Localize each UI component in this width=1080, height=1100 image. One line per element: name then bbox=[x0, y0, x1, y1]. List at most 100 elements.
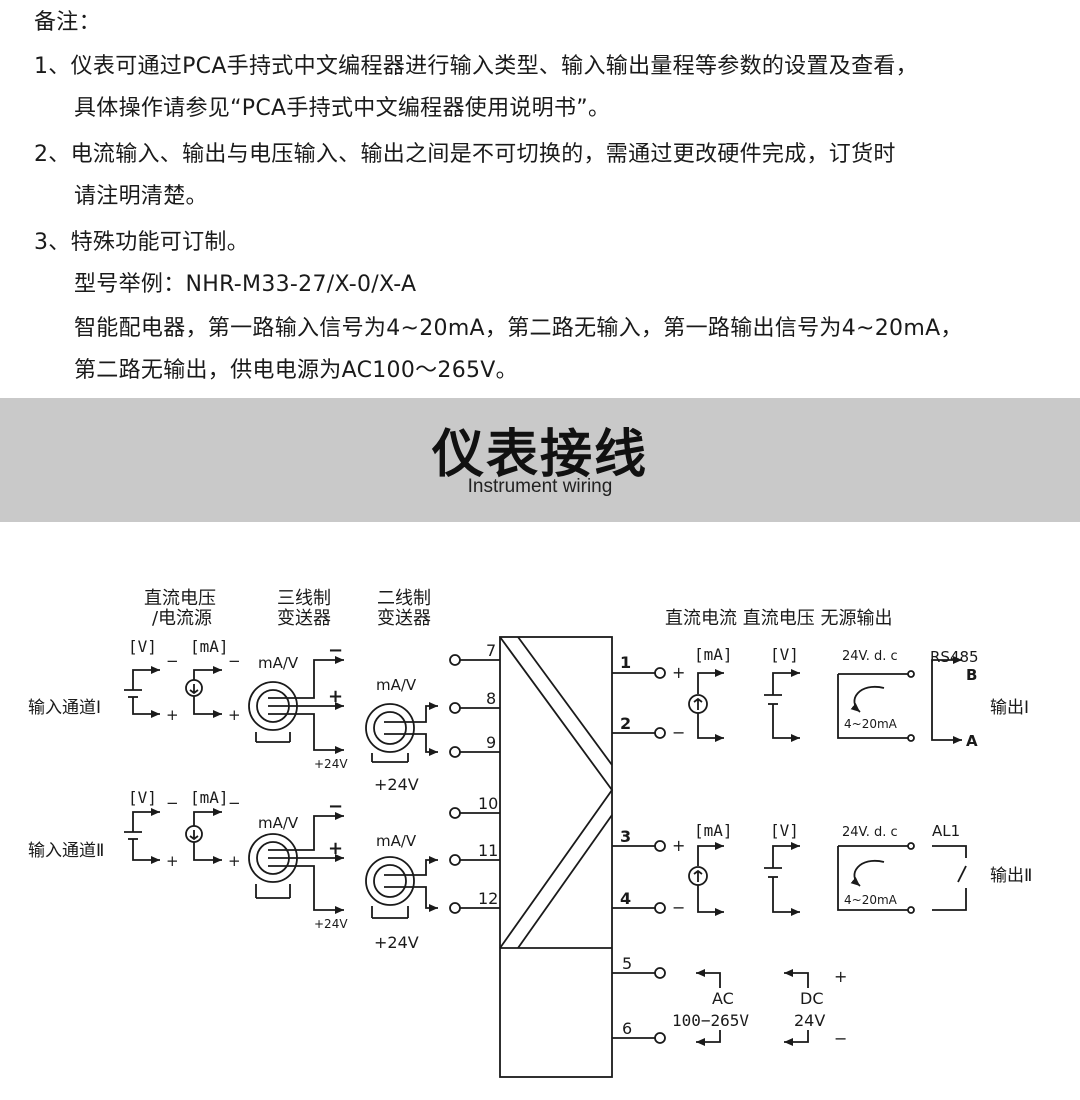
header-current-source: /电流源 bbox=[152, 608, 212, 629]
out1-b-label: B bbox=[966, 666, 977, 684]
ch1-ma-label: [mA] bbox=[190, 637, 229, 656]
out2-passive bbox=[837, 842, 915, 914]
terminal-7: 7 bbox=[486, 641, 496, 660]
terminal-10: 10 bbox=[478, 794, 498, 813]
output-channel-1-label: 输出Ⅰ bbox=[990, 698, 1029, 718]
ch2-v-label: [V] bbox=[128, 788, 157, 807]
header-transmitter-3: 变送器 bbox=[277, 608, 331, 629]
out2-al1-label: AL1 bbox=[932, 822, 960, 840]
t3-plus: + bbox=[672, 836, 685, 855]
out2-v-label: [V] bbox=[770, 821, 799, 840]
t2-minus: − bbox=[672, 723, 685, 742]
header-transmitter-2: 变送器 bbox=[377, 608, 431, 629]
ch1-3wire-minus: − bbox=[328, 640, 343, 661]
note-item-1-line-2: 具体操作请参见“PCA手持式中文编程器使用说明书”。 bbox=[74, 96, 611, 121]
ch1-2wire-transmitter bbox=[365, 702, 438, 763]
out1-current bbox=[688, 669, 724, 742]
instrument-body bbox=[499, 636, 614, 1078]
terminal-12: 12 bbox=[478, 889, 498, 908]
out2-ma-label: [mA] bbox=[694, 821, 733, 840]
ch2-v-minus: − bbox=[166, 794, 179, 812]
terminal-1: 1 bbox=[620, 653, 631, 672]
out2-range: 4~20mA bbox=[844, 893, 898, 907]
ch1-3wire-transmitter bbox=[248, 656, 344, 754]
out2-24vdc: 24V. d. c bbox=[842, 825, 898, 840]
power-ac bbox=[696, 969, 721, 1046]
power-dc-label: DC bbox=[800, 989, 824, 1008]
out1-a-label: A bbox=[966, 732, 978, 750]
ch1-2wire-24v: +24V bbox=[374, 775, 419, 794]
ch2-3wire-plus: + bbox=[328, 838, 343, 859]
ch2-2wire-mav: mA/V bbox=[376, 832, 417, 850]
ch2-2wire-24v: +24V bbox=[374, 933, 419, 952]
wiring-diagram: 直流电压 /电流源 三线制 变送器 二线制 变送器 直流电流 直流电压 无源输出… bbox=[28, 588, 1032, 1078]
model-example: 型号举例：NHR-M33-27/X-0/X-A bbox=[74, 272, 417, 297]
header-dc-voltage: 直流电压 bbox=[144, 588, 216, 609]
ch2-ma-label: [mA] bbox=[190, 788, 229, 807]
t1-plus: + bbox=[672, 663, 685, 682]
note-item-2-line-1: 2、电流输入、输出与电压输入、输出之间是不可切换的，需通过更改硬件完成，订货时 bbox=[34, 142, 896, 167]
out1-rs485-label: RS485 bbox=[930, 648, 979, 666]
input-ch2-current-source bbox=[185, 808, 222, 864]
header-output-types: 直流电流 直流电压 无源输出 bbox=[665, 608, 892, 629]
notes-heading: 备注： bbox=[34, 10, 101, 35]
input-ch1-current-source bbox=[185, 666, 222, 718]
right-terminals bbox=[612, 667, 666, 1044]
left-terminals bbox=[449, 654, 500, 914]
ch1-3wire-plus: + bbox=[328, 686, 343, 707]
terminal-11: 11 bbox=[478, 841, 498, 860]
terminal-6: 6 bbox=[622, 1019, 632, 1038]
ch2-ma-plus: + bbox=[228, 852, 241, 870]
ch2-v-plus: + bbox=[166, 852, 179, 870]
input-channel-1-label: 输入通道Ⅰ bbox=[28, 698, 101, 718]
banner-subtitle: Instrument wiring bbox=[467, 476, 613, 497]
ch1-2wire-mav: mA/V bbox=[376, 676, 417, 694]
power-ac-label: AC bbox=[712, 989, 734, 1008]
terminal-3: 3 bbox=[620, 827, 631, 846]
ch2-3wire-transmitter bbox=[248, 812, 344, 914]
terminal-4: 4 bbox=[620, 889, 631, 908]
output-channel-2-label: 输出Ⅱ bbox=[990, 866, 1032, 886]
ch2-3wire-minus: − bbox=[328, 796, 343, 817]
power-dc-24v: 24V bbox=[794, 1011, 825, 1030]
power-dc bbox=[784, 969, 809, 1046]
header-3wire: 三线制 bbox=[277, 588, 331, 609]
input-channel-2-label: 输入通道Ⅱ bbox=[28, 841, 104, 861]
ch1-v-minus: − bbox=[166, 652, 179, 670]
ch2-3wire-mav: mA/V bbox=[258, 814, 299, 832]
terminal-5: 5 bbox=[622, 954, 632, 973]
power-ac-range: 100−265V bbox=[672, 1011, 749, 1030]
input-ch2-voltage-source bbox=[124, 808, 160, 864]
out1-ma-label: [mA] bbox=[694, 645, 733, 664]
out1-rs485 bbox=[931, 656, 962, 744]
model-description-line-1: 智能配电器，第一路输入信号为4~20mA，第二路无输入，第一路输出信号为4~20… bbox=[74, 316, 963, 341]
ch2-3wire-24v: +24V bbox=[314, 917, 348, 931]
terminal-9: 9 bbox=[486, 733, 496, 752]
power-dc-plus: + bbox=[834, 967, 847, 986]
header-2wire: 二线制 bbox=[377, 588, 431, 609]
ch1-3wire-24v: +24V bbox=[314, 757, 348, 771]
out1-passive bbox=[837, 670, 915, 742]
out2-voltage bbox=[764, 842, 800, 916]
ch1-ma-minus: − bbox=[228, 652, 241, 670]
terminal-2: 2 bbox=[620, 714, 631, 733]
section-banner: 仪表接线 Instrument wiring bbox=[0, 398, 1080, 522]
out1-range: 4~20mA bbox=[844, 717, 898, 731]
ch1-v-label: [V] bbox=[128, 637, 157, 656]
note-item-3: 3、特殊功能可订制。 bbox=[34, 230, 249, 255]
power-dc-minus: − bbox=[834, 1029, 847, 1048]
ch1-ma-plus: + bbox=[228, 706, 241, 724]
out1-24vdc: 24V. d. c bbox=[842, 649, 898, 664]
ch2-2wire-transmitter bbox=[365, 856, 438, 919]
out1-v-label: [V] bbox=[770, 645, 799, 664]
t4-minus: − bbox=[672, 898, 685, 917]
model-description-line-2: 第二路无输出，供电电源为AC100～265V。 bbox=[74, 358, 518, 383]
out1-voltage bbox=[764, 669, 800, 742]
ch1-3wire-mav: mA/V bbox=[258, 654, 299, 672]
input-ch1-voltage-source bbox=[124, 666, 160, 718]
out2-current bbox=[688, 842, 724, 916]
note-item-2-line-2: 请注明清楚。 bbox=[74, 184, 208, 209]
ch2-ma-minus: − bbox=[228, 794, 241, 812]
out2-relay-al1 bbox=[932, 845, 967, 911]
note-item-1-line-1: 1、仪表可通过PCA手持式中文编程器进行输入类型、输入输出量程等参数的设置及查看… bbox=[34, 54, 918, 79]
